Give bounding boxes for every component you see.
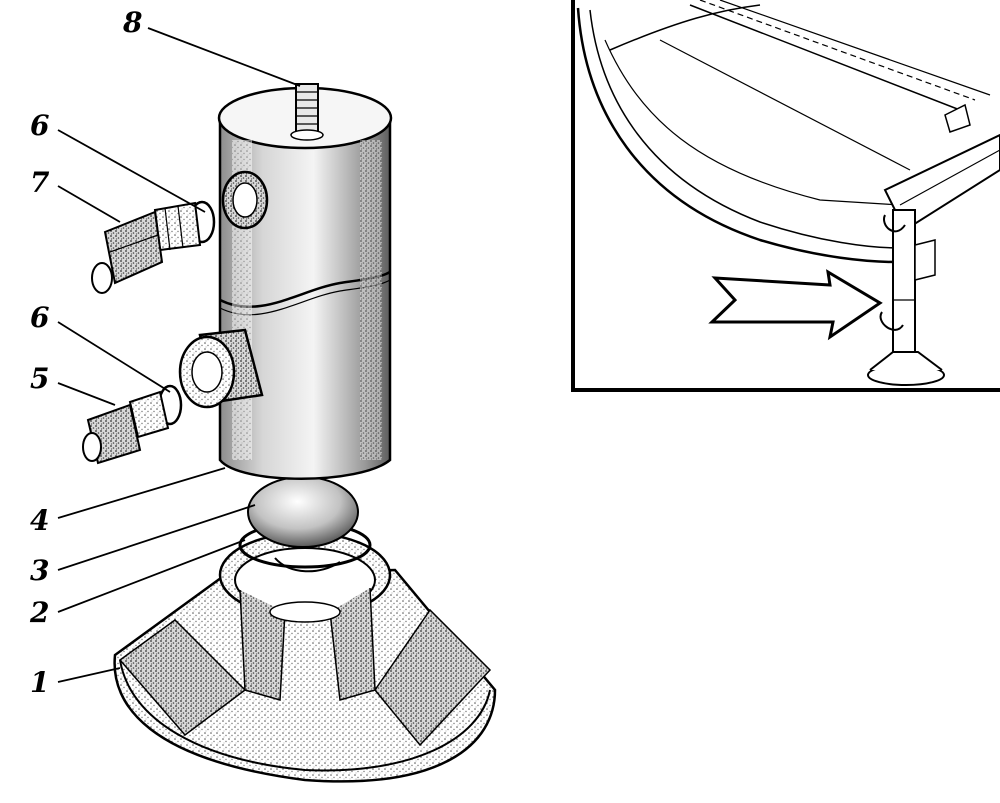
lower-port-boss (178, 328, 264, 409)
label-3: 3 (30, 554, 49, 587)
label-7: 7 (30, 166, 50, 199)
part-labels: 8 6 7 6 5 4 3 2 1 (29, 6, 142, 699)
fitting-lower (82, 384, 183, 465)
fitting-upper (91, 200, 216, 294)
threaded-stud (290, 83, 324, 141)
label-6-lower: 6 (30, 301, 49, 334)
leader-lines (57, 27, 301, 683)
label-1: 1 (30, 666, 49, 699)
label-6-upper: 6 (30, 109, 49, 142)
label-8: 8 (122, 6, 142, 39)
main-assembly: 8 6 7 6 5 4 3 2 1 (29, 6, 497, 783)
cylinder-body (217, 86, 393, 480)
label-4: 4 (30, 504, 49, 537)
label-5: 5 (30, 362, 49, 395)
inset-frame (571, 0, 1000, 392)
label-2: 2 (29, 596, 49, 629)
inset-panel (571, 0, 1000, 392)
trailer-body (576, 7, 896, 264)
ball-part (247, 476, 359, 548)
pointer-arrow (708, 269, 883, 341)
inset-jack-leg (892, 209, 916, 361)
